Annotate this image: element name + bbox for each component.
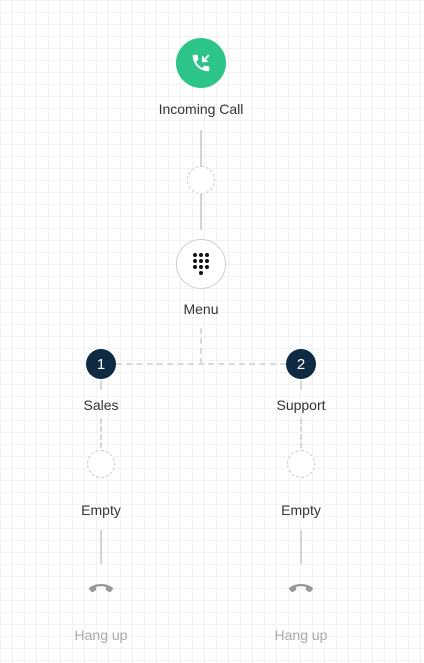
connector-start-top	[200, 130, 202, 166]
menu-node[interactable]	[176, 239, 226, 289]
connector-branch-2-b	[300, 418, 302, 448]
connector-start-bottom	[200, 194, 202, 230]
add-step-placeholder[interactable]	[187, 166, 215, 194]
incoming-call-label: Incoming Call	[158, 101, 244, 117]
hang-up-icon	[288, 584, 314, 593]
branch-1-end-label: Hang up	[74, 627, 128, 643]
dialpad-icon	[193, 253, 209, 275]
branch-1-add-step-placeholder[interactable]	[87, 450, 115, 478]
incoming-call-node[interactable]	[176, 38, 226, 88]
branch-2-hang-up-node[interactable]	[286, 578, 316, 598]
connector-branch-2-c	[300, 530, 302, 564]
incoming-call-icon	[192, 54, 210, 72]
branch-1-step-label: Empty	[81, 502, 121, 518]
connector-branch-1-b	[100, 418, 102, 448]
connector-branch-split	[116, 363, 286, 365]
branch-2-end-label: Hang up	[274, 627, 328, 643]
connector-branch-1-c	[100, 530, 102, 564]
connector-branch-1-a	[100, 380, 102, 390]
branch-1-hang-up-node[interactable]	[86, 578, 116, 598]
branch-2-badge[interactable]: 2	[286, 349, 316, 379]
connector-branch-2-a	[300, 380, 302, 390]
connector-menu-split	[200, 328, 202, 364]
branch-1-badge[interactable]: 1	[86, 349, 116, 379]
branch-2-add-step-placeholder[interactable]	[287, 450, 315, 478]
menu-label: Menu	[183, 301, 219, 317]
hang-up-icon	[88, 584, 114, 593]
branch-2-label: Support	[276, 397, 326, 413]
branch-1-label: Sales	[83, 397, 119, 413]
branch-2-step-label: Empty	[281, 502, 321, 518]
